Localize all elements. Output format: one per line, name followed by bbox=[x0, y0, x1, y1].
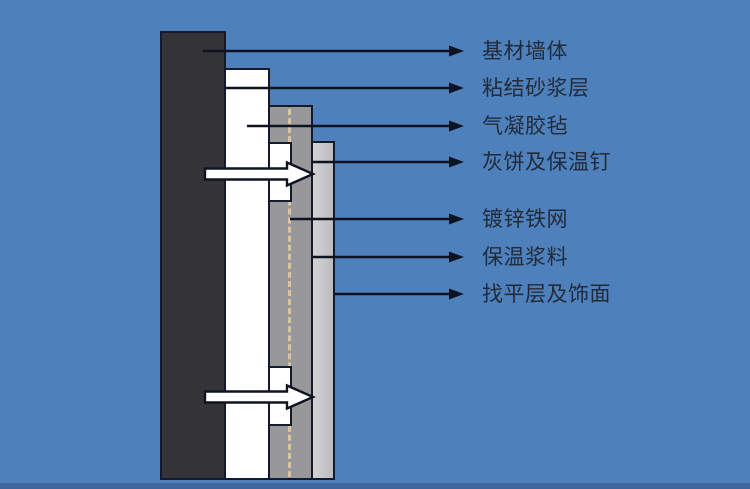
insulation-nail-arrow-bottom bbox=[203, 383, 316, 411]
label-insulation-mortar: 保温浆料 bbox=[482, 245, 568, 269]
label-aerogel-blanket: 气凝胶毡 bbox=[482, 114, 568, 138]
base-wall-layer-shape bbox=[160, 31, 226, 480]
label-bonding-mortar: 粘结砂浆层 bbox=[482, 76, 590, 100]
leader-line-base-wall bbox=[203, 45, 464, 57]
label-galvanized-mesh: 镀锌铁网 bbox=[482, 207, 568, 231]
leader-line-insulation-mortar bbox=[313, 251, 464, 263]
label-plaster-pad-nail: 灰饼及保温钉 bbox=[482, 150, 611, 174]
galvanized-mesh-dashed-line bbox=[288, 109, 291, 477]
leveling-layer-shape bbox=[311, 141, 335, 480]
leader-line-leveling-finish bbox=[335, 288, 464, 300]
leader-line-galvanized-mesh bbox=[290, 213, 464, 225]
bonding-mortar-layer-shape bbox=[224, 68, 270, 480]
label-leveling-finish: 找平层及饰面 bbox=[482, 282, 611, 306]
leader-line-bonding-mortar bbox=[226, 82, 464, 94]
leader-line-aerogel-blanket bbox=[247, 120, 464, 132]
label-base-wall: 基材墙体 bbox=[482, 39, 568, 63]
insulation-nail-arrow-top bbox=[203, 160, 316, 188]
leader-line-plaster-pad-nail bbox=[312, 156, 464, 168]
bottom-shadow-strip bbox=[0, 483, 750, 489]
